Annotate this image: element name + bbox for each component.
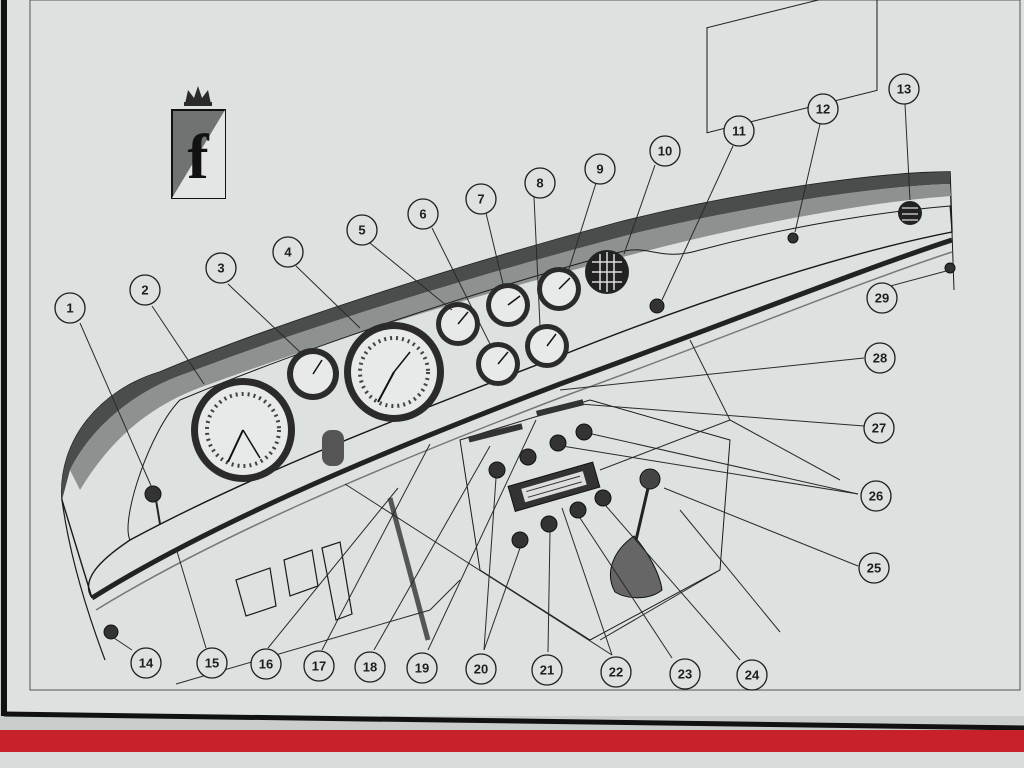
bottom-ledge <box>0 752 1024 768</box>
slider-right <box>535 399 585 417</box>
callout-24: 24 <box>736 659 768 691</box>
callout-3: 3 <box>205 252 237 284</box>
svg-text:15: 15 <box>205 656 219 671</box>
callouts: 1 2 3 4 5 6 7 8 9 10 11 12 13 14 15 16 1… <box>54 73 920 691</box>
callout-20: 20 <box>465 653 497 685</box>
callout-9: 9 <box>584 153 616 185</box>
svg-text:23: 23 <box>678 667 692 682</box>
svg-text:6: 6 <box>419 207 426 222</box>
callout-27: 27 <box>863 412 895 444</box>
svg-text:17: 17 <box>312 659 326 674</box>
svg-text:2: 2 <box>141 283 148 298</box>
grille-clock <box>585 250 629 294</box>
leader-lines <box>79 103 951 685</box>
steering-column <box>322 430 344 466</box>
gear-lever <box>610 468 663 599</box>
callout-11: 11 <box>723 115 755 147</box>
callout-14: 14 <box>130 647 162 679</box>
gauge-small-5 <box>436 302 480 346</box>
svg-text:14: 14 <box>139 656 154 671</box>
inner-border <box>29 0 1021 691</box>
callout-23: 23 <box>669 658 701 690</box>
svg-text:25: 25 <box>867 561 881 576</box>
callout-28: 28 <box>864 342 896 374</box>
svg-text:4: 4 <box>284 245 292 260</box>
gauges <box>191 201 922 482</box>
callout-4: 4 <box>272 236 304 268</box>
handbrake <box>387 497 431 641</box>
svg-text:16: 16 <box>259 657 273 672</box>
svg-text:22: 22 <box>609 665 623 680</box>
callout-21: 21 <box>531 654 563 686</box>
svg-text:19: 19 <box>415 661 429 676</box>
callout-25: 25 <box>858 552 890 584</box>
glovebox-lock <box>787 232 799 244</box>
callout-17: 17 <box>303 650 335 682</box>
svg-text:18: 18 <box>363 660 377 675</box>
svg-text:24: 24 <box>745 668 760 683</box>
callout-8: 8 <box>524 167 556 199</box>
glovebox <box>706 0 878 134</box>
svg-text:26: 26 <box>869 489 883 504</box>
callout-26: 26 <box>860 480 892 512</box>
gauge-small-3 <box>287 348 339 400</box>
radio-unit <box>507 461 601 512</box>
callout-19: 19 <box>406 652 438 684</box>
svg-text:11: 11 <box>732 124 746 139</box>
frame-bottom <box>3 711 1024 731</box>
svg-text:20: 20 <box>474 662 488 677</box>
callout-13: 13 <box>888 73 920 105</box>
callout-10: 10 <box>649 135 681 167</box>
callout-12: 12 <box>807 93 839 125</box>
svg-text:1: 1 <box>66 301 73 316</box>
svg-text:29: 29 <box>875 291 889 306</box>
svg-text:27: 27 <box>872 421 886 436</box>
callout-18: 18 <box>354 651 386 683</box>
svg-text:13: 13 <box>897 82 911 97</box>
pininfarina-logo: f <box>171 86 226 199</box>
slider-left <box>468 423 523 443</box>
crown-icon <box>185 86 211 104</box>
callout-15: 15 <box>196 647 228 679</box>
gauge-small-6 <box>476 342 520 386</box>
side-knob-29 <box>944 262 956 274</box>
callout-16: 16 <box>250 648 282 680</box>
ignition-switch <box>144 485 162 503</box>
badge-emblem <box>898 201 922 225</box>
gauge-large-left <box>191 378 295 482</box>
svg-text:7: 7 <box>477 192 484 207</box>
gauge-small-9 <box>537 267 581 311</box>
callout-1: 1 <box>54 292 86 324</box>
switch-11 <box>649 298 665 314</box>
gauge-small-8 <box>525 324 569 368</box>
svg-text:12: 12 <box>816 102 830 117</box>
gauge-small-7 <box>486 283 530 327</box>
callout-22: 22 <box>600 656 632 688</box>
svg-text:8: 8 <box>536 176 543 191</box>
svg-text:10: 10 <box>658 144 672 159</box>
logo-letter: f <box>187 121 209 192</box>
controls <box>103 232 956 641</box>
pedal-knob-14 <box>103 624 119 640</box>
svg-text:5: 5 <box>358 223 365 238</box>
callout-6: 6 <box>407 198 439 230</box>
callout-29: 29 <box>866 282 898 314</box>
callout-5: 5 <box>346 214 378 246</box>
gauge-large-center <box>344 322 444 422</box>
callout-2: 2 <box>129 274 161 306</box>
svg-text:9: 9 <box>596 162 603 177</box>
svg-text:3: 3 <box>217 261 224 276</box>
svg-text:21: 21 <box>540 663 554 678</box>
svg-text:28: 28 <box>873 351 887 366</box>
callout-7: 7 <box>465 183 497 215</box>
